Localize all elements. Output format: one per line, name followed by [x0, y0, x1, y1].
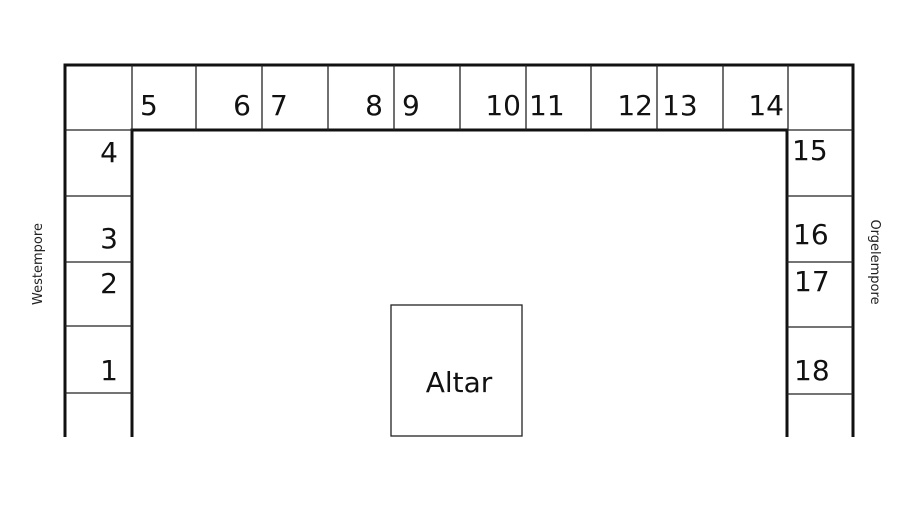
seat-7: 7	[270, 89, 288, 122]
seat-12: 12	[617, 89, 653, 122]
seat-1: 1	[100, 354, 118, 387]
seat-18: 18	[794, 354, 830, 387]
altar-box	[390, 304, 523, 437]
seat-11: 11	[529, 89, 565, 122]
seat-13: 13	[662, 89, 698, 122]
seat-9: 9	[402, 89, 420, 122]
seat-2: 2	[100, 267, 118, 300]
seat-4: 4	[100, 136, 118, 169]
seat-3: 3	[100, 222, 118, 255]
seat-16: 16	[793, 218, 829, 251]
seat-17: 17	[794, 265, 830, 298]
top-dividers	[131, 65, 789, 130]
right-dividers	[787, 129, 853, 395]
seat-10: 10	[485, 89, 521, 122]
seat-6: 6	[233, 89, 251, 122]
orgelempore-label: Orgelempore	[867, 219, 882, 304]
seat-5: 5	[140, 89, 158, 122]
seat-14: 14	[748, 89, 784, 122]
seat-8: 8	[365, 89, 383, 122]
westempore-label: Westempore	[31, 223, 46, 305]
left-dividers	[65, 129, 132, 394]
altar-label: Altar	[426, 366, 493, 399]
seat-15: 15	[792, 134, 828, 167]
